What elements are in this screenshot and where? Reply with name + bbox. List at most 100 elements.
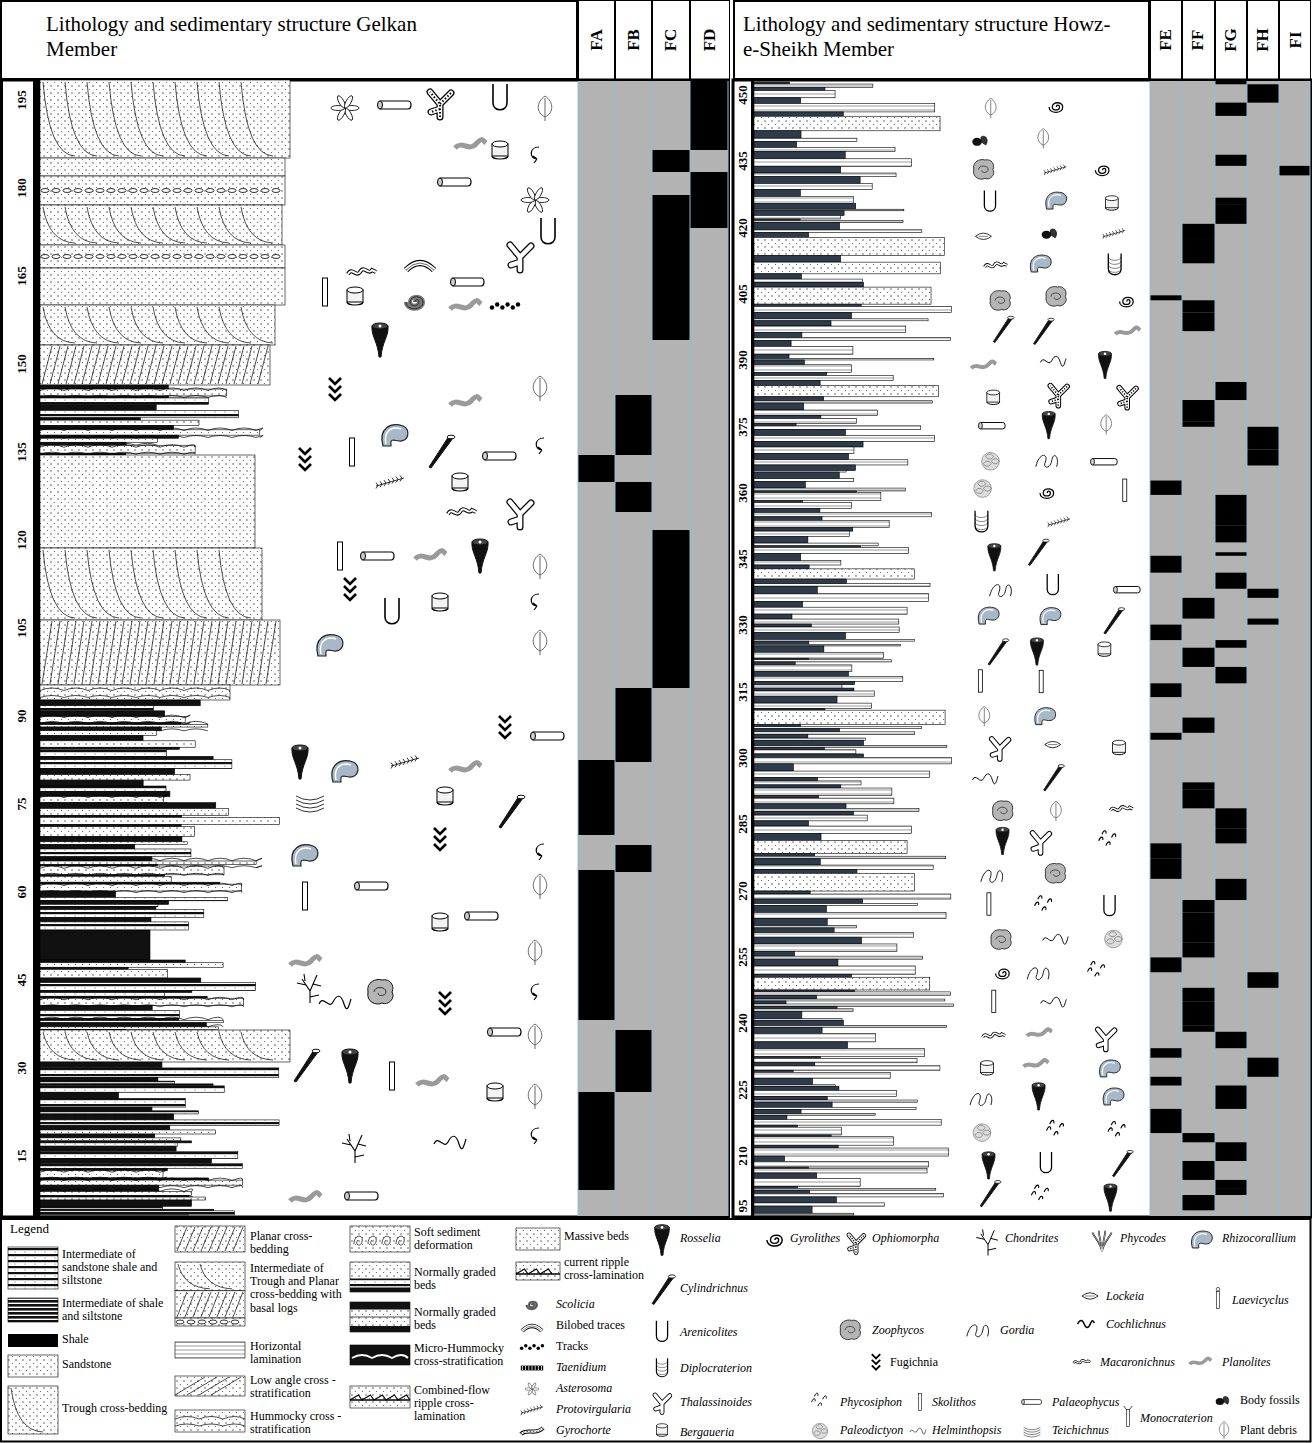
icon-stroke	[656, 1361, 667, 1364]
bed	[40, 901, 169, 905]
bed	[754, 90, 835, 97]
icon-stroke	[294, 1050, 318, 1082]
bed	[754, 537, 808, 543]
icon-stroke	[976, 1229, 998, 1255]
bed	[754, 809, 919, 812]
trace-fossil-icon	[406, 263, 434, 270]
pebble	[96, 189, 104, 193]
legend-label: Soft sediment deformation	[414, 1226, 512, 1252]
lamina	[193, 1292, 203, 1317]
icon-stroke	[538, 1366, 539, 1370]
trace-fossil-icon	[1045, 741, 1061, 747]
bed	[754, 1027, 822, 1033]
legend-label: Body fossils	[1240, 1394, 1310, 1407]
trace-fossil-icon	[655, 1225, 670, 1256]
bed	[754, 633, 845, 640]
legend-label: Teichichnus	[1052, 1424, 1127, 1437]
trace-fossil-icon	[1045, 863, 1065, 883]
bed	[754, 974, 852, 977]
icon-stroke	[1048, 522, 1050, 527]
facies-interval	[690, 172, 728, 228]
icon-stroke	[655, 1225, 669, 1230]
icon-stroke	[536, 438, 544, 454]
lamina	[516, 1273, 560, 1275]
icon-stroke	[1095, 166, 1109, 176]
trace-fossil-icon	[1099, 351, 1112, 378]
lamina	[219, 550, 251, 618]
bed	[175, 1342, 245, 1358]
depth-number: 420	[736, 218, 750, 238]
icon-stroke	[1048, 318, 1054, 321]
icon-stroke	[975, 522, 988, 526]
icon-stroke	[1116, 230, 1118, 235]
icon-stroke	[975, 511, 988, 532]
bed	[754, 1145, 838, 1148]
legend-label: Rhizocorallium	[1222, 1232, 1310, 1245]
trace-fossil-icon	[488, 1028, 522, 1036]
facies-ground	[652, 81, 690, 1216]
icon-stroke	[1032, 1083, 1045, 1088]
icon-stroke	[1002, 639, 1008, 642]
icon-stroke	[1104, 895, 1115, 916]
trace-fossil-icon	[979, 706, 990, 726]
trace-fossil-icon	[533, 554, 547, 579]
lamina	[40, 1017, 223, 1020]
icon-stroke	[1082, 1293, 1098, 1299]
pebble	[195, 255, 203, 259]
bed	[754, 1086, 839, 1090]
trace-fossil-icon	[990, 585, 1012, 597]
bed	[754, 1096, 827, 1100]
trace-fossil-icon	[1113, 740, 1126, 754]
facies-code: FH	[1253, 28, 1273, 52]
legend-label: Paleodictyon	[840, 1424, 912, 1437]
facies-interval	[1150, 481, 1182, 495]
facies-code: FI	[1285, 32, 1305, 49]
trace-fossil-icon	[342, 1134, 366, 1163]
icon-stroke	[430, 92, 451, 117]
trace-fossil-icon	[294, 1049, 320, 1082]
trace-fossil-icon	[1024, 1427, 1041, 1437]
legend-label: Diplocraterion	[680, 1362, 765, 1375]
trace-fossil-icon	[521, 1405, 543, 1416]
lamina	[200, 1264, 232, 1289]
pebble	[195, 189, 203, 193]
trace-fossil-icon	[1104, 1184, 1117, 1211]
bed	[40, 1023, 206, 1027]
bed	[754, 1070, 793, 1072]
icon-stroke	[975, 481, 991, 493]
pebble	[250, 255, 258, 259]
trace-fossil-icon	[1120, 297, 1134, 307]
icon-stroke	[430, 92, 451, 117]
trace-fossil-icon	[967, 1325, 989, 1337]
lamina	[217, 1227, 227, 1251]
bed	[754, 1206, 812, 1213]
icon-stroke	[296, 796, 324, 800]
icon-stroke	[432, 608, 448, 611]
icon-stroke	[993, 317, 1012, 343]
trace-fossil-icon	[1074, 1360, 1091, 1363]
pebble	[250, 189, 258, 193]
icon-stroke	[1051, 521, 1053, 526]
icon-stroke	[1027, 968, 1049, 980]
header-panel: Lithology and sedimentary structure Howz…	[733, 0, 1150, 80]
icon-stroke	[505, 302, 509, 306]
legend-label: Cochlichnus	[1106, 1318, 1186, 1331]
lamina	[58, 346, 68, 384]
bed	[754, 104, 935, 112]
icon-stroke	[1101, 415, 1112, 435]
facies-interval	[1182, 921, 1215, 942]
bed	[754, 703, 872, 708]
trace-fossil-icon	[976, 1229, 998, 1255]
icon-stroke	[430, 92, 451, 117]
trace-fossil-icon	[1042, 411, 1055, 438]
bed	[754, 141, 797, 147]
depth-axis	[33, 81, 40, 1216]
icon-stroke	[342, 1052, 358, 1083]
bed	[754, 429, 845, 435]
bed	[754, 682, 855, 685]
lamina	[40, 883, 242, 886]
icon-stroke	[1063, 164, 1065, 169]
icon-stroke	[533, 187, 544, 202]
bed	[350, 1345, 410, 1365]
trace-fossil-icon	[1050, 386, 1067, 406]
